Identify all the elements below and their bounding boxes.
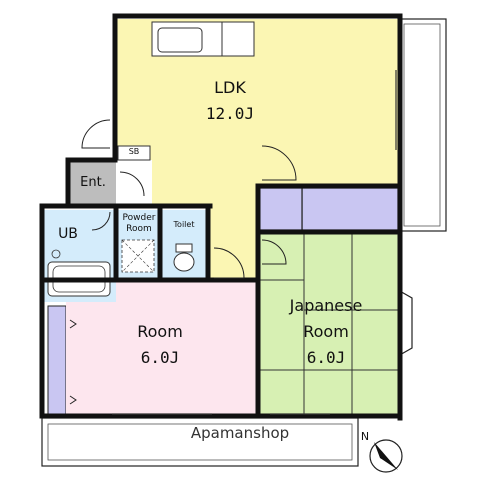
door-swings [69, 119, 297, 405]
unit-bath-label: UB [58, 226, 78, 242]
tatami-lines [260, 234, 398, 414]
bath-drain [51, 249, 61, 259]
room-label: Room [137, 322, 183, 341]
balcony-right [397, 18, 447, 232]
watermark: Apamanshop [190, 424, 290, 442]
windows [112, 70, 397, 415]
japanese-room-label-2: Room [303, 322, 349, 341]
compass-north-label: N [360, 430, 370, 443]
closet-ldk-small [257, 187, 303, 231]
powder-room-label-1: Powder [122, 213, 156, 223]
powder-room-label-2: Room [126, 224, 152, 234]
ldk-label: LDK [214, 78, 246, 97]
toilet-tank [175, 243, 193, 253]
toilet-label: Toilet [173, 220, 195, 229]
shoe-box [117, 145, 151, 161]
closet-japanese-top [301, 187, 399, 231]
toilet-bowl [173, 252, 195, 272]
room-size: 6.0J [140, 348, 180, 367]
japanese-room-label-1: Japanese [289, 296, 363, 315]
entrance-label: Ent. [80, 175, 106, 190]
japanese-room-size: 6.0J [306, 348, 346, 367]
kitchen-sink [157, 27, 203, 53]
ldk-size: 12.0J [205, 104, 255, 123]
balcony-bottom-inner [47, 423, 353, 461]
shoe-box-label: SB [128, 147, 140, 156]
balcony-right-inner [403, 23, 441, 227]
walls [39, 13, 403, 421]
balcony-bottom [41, 417, 359, 467]
closet-room-left [47, 305, 67, 415]
entrance-floor [70, 162, 116, 204]
ldk-floor [117, 19, 398, 278]
room-floor [66, 282, 256, 414]
compass [369, 439, 403, 473]
